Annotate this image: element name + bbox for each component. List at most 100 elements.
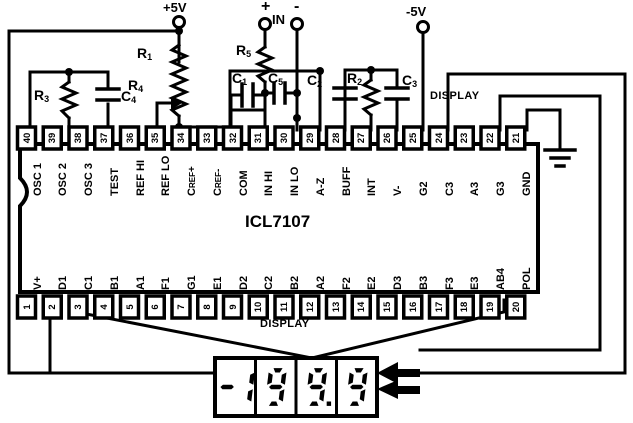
segment-g: [269, 384, 283, 390]
pin-box-31[interactable]: [247, 125, 269, 151]
segment-b: [280, 372, 287, 385]
ref-c3: C: [402, 72, 413, 88]
pin-number-7: 7: [175, 304, 187, 310]
pin-box-14[interactable]: [350, 294, 372, 320]
pin-number-16: 16: [407, 301, 419, 313]
pin-label-35: REF LO: [160, 155, 173, 196]
pin-box-15[interactable]: [376, 294, 398, 320]
pin-number-32: 32: [227, 132, 238, 144]
pin-box-5[interactable]: [118, 294, 141, 320]
pin-number-40: 40: [21, 132, 32, 144]
pin-number-5: 5: [124, 304, 135, 310]
pin-label-16: B3: [417, 275, 430, 290]
pin-label-6: F1: [160, 277, 173, 290]
pin-box-3[interactable]: [67, 294, 89, 320]
pin-label-33: CREF-: [211, 168, 224, 196]
pin-label-13: F2: [340, 277, 353, 290]
pin-box-30[interactable]: [273, 125, 295, 151]
pin-box-35[interactable]: [144, 125, 166, 151]
pin-number-10: 10: [252, 301, 264, 313]
pin-box-8[interactable]: [196, 294, 218, 320]
pin-box-27[interactable]: [350, 125, 372, 151]
ref-c5: C: [268, 70, 279, 86]
pin-label-11: B2: [289, 275, 301, 290]
display-digit-1: [247, 372, 255, 402]
pin-box-37[interactable]: [93, 125, 115, 151]
pin-number-25: 25: [407, 132, 419, 144]
pin-box-36[interactable]: [118, 125, 141, 151]
sub-r3: 3: [44, 94, 50, 104]
pin-box-32[interactable]: [221, 125, 244, 151]
wire-display-bus-outer: [446, 72, 627, 132]
ref-c4: C: [121, 88, 132, 104]
segment-f: [307, 372, 314, 385]
display-digit-3: [307, 368, 327, 406]
sub-r2: 2: [357, 77, 363, 87]
wire-gnd-to-earth: [525, 108, 562, 150]
pin-number-30: 30: [278, 132, 290, 144]
junction-r3-c4: [65, 68, 73, 76]
pin-box-24[interactable]: [427, 125, 450, 151]
pin-number-13: 13: [330, 301, 341, 313]
pin-box-26[interactable]: [376, 125, 398, 151]
symbol-pot-wiper-arrow: [171, 97, 182, 110]
pin-number-28: 28: [330, 132, 341, 144]
ref-r5: R: [236, 42, 247, 58]
ref-r3: R: [34, 87, 45, 103]
pin-box-40[interactable]: [15, 125, 38, 151]
pin-number-21: 21: [510, 132, 522, 144]
pin-number-15: 15: [381, 301, 393, 313]
pin-number-12: 12: [304, 301, 316, 313]
junction-c5-right: [293, 89, 301, 97]
terminal-in-plus: [258, 17, 272, 31]
label-in: IN: [272, 12, 285, 27]
pin-box-12[interactable]: [299, 294, 321, 320]
pin-box-23[interactable]: [453, 125, 475, 151]
pin-box-22[interactable]: [479, 125, 501, 151]
pin-box-34[interactable]: [170, 125, 192, 151]
pin-label-17: F3: [443, 277, 456, 290]
pin-box-16[interactable]: [402, 294, 424, 320]
pin-box-13[interactable]: [324, 294, 347, 320]
pin-number-23: 23: [458, 132, 470, 144]
pin-box-38[interactable]: [67, 125, 89, 151]
pin-box-10[interactable]: [247, 294, 269, 320]
pin-box-25[interactable]: [402, 125, 424, 151]
segment-a: [354, 368, 364, 373]
pin-number-8: 8: [201, 304, 213, 310]
ref-r4: R: [128, 77, 139, 93]
sub-c4: 4: [131, 95, 137, 105]
label-capacitor-c1: C1: [232, 70, 247, 87]
segment-f: [267, 372, 273, 385]
pin-number-17: 17: [433, 301, 444, 313]
sub-r5: 5: [246, 49, 252, 59]
pin-label-25: G2: [417, 181, 430, 196]
pin-box-18[interactable]: [453, 294, 475, 320]
pin-box-2[interactable]: [41, 294, 63, 320]
segment-c: [247, 389, 253, 402]
seven-segment-dividers: [254, 358, 338, 416]
pin-box-28[interactable]: [324, 125, 347, 151]
pin-box-6[interactable]: [144, 294, 166, 320]
pin-box-7[interactable]: [170, 294, 192, 320]
pin-box-1[interactable]: [15, 294, 38, 320]
pin-box-39[interactable]: [41, 125, 63, 151]
pin-box-9[interactable]: [221, 294, 244, 320]
segment-c: [278, 389, 285, 402]
pin-box-33[interactable]: [196, 125, 218, 151]
pin-box-4[interactable]: [93, 294, 115, 320]
pin-label-38: OSC 3: [83, 162, 95, 196]
label-capacitor-c5: C5: [268, 70, 283, 87]
pin-label-4: B1: [108, 275, 121, 290]
pin-number-2: 2: [46, 304, 58, 310]
segment-d: [268, 401, 278, 406]
pin-box-29[interactable]: [299, 125, 321, 151]
pin-box-11[interactable]: [273, 294, 295, 320]
pin-box-17[interactable]: [427, 294, 450, 320]
arrow-display-feed-upper: [377, 362, 420, 384]
pin-box-20[interactable]: [505, 294, 527, 320]
pin-box-21[interactable]: [505, 125, 527, 151]
pin-box-19[interactable]: [479, 294, 501, 320]
